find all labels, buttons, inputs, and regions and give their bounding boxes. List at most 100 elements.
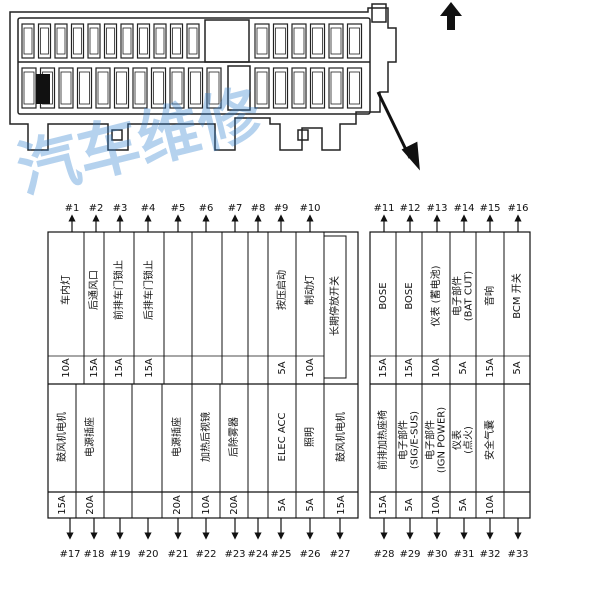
pin-number: #9 <box>274 203 289 214</box>
panel-fuse <box>186 23 200 59</box>
panel-fuse <box>206 67 222 109</box>
panel-fuse-row-upper <box>21 23 363 59</box>
panel-fuse <box>254 67 270 109</box>
panel-fuse-window <box>40 27 49 55</box>
fuse-rating: 10A <box>485 495 496 515</box>
pin-number: #30 <box>426 549 447 560</box>
fuse-label: 电源插座 <box>170 417 183 457</box>
fuse-label: 电子部件 <box>451 276 464 316</box>
pin-number: #14 <box>453 203 474 214</box>
fuse-rating: 5A <box>277 498 288 511</box>
fuse-rating: 15A <box>57 495 68 515</box>
panel-fuse <box>136 23 151 59</box>
panel-fuse <box>76 67 93 109</box>
panel-fuse <box>169 67 185 109</box>
panel-fuse <box>103 23 118 59</box>
fuse-rating: 15A <box>404 358 415 378</box>
fuse-rating: 10A <box>431 495 442 515</box>
fuse-rating: 10A <box>201 495 212 515</box>
fuse-rating: 20A <box>172 495 183 515</box>
panel-fuse <box>346 23 363 59</box>
panel-fuse-highlighted <box>36 74 50 104</box>
panel-fuse-window <box>312 27 323 55</box>
fuse-label: 照明 <box>304 427 316 447</box>
pin-number: #1 <box>65 203 80 214</box>
fuse-rating: 15A <box>378 495 389 515</box>
fuse-label: BOSE <box>378 282 389 309</box>
fuse-label: (BAT CUT) <box>464 271 475 322</box>
pin-number: #27 <box>329 549 350 560</box>
pin-number: #32 <box>479 549 500 560</box>
fuse-label: (SIG/E-SUS) <box>410 411 421 469</box>
fuse-rating: 5A <box>458 498 469 511</box>
fuse-rating: 15A <box>89 358 100 378</box>
panel-fuse <box>187 67 204 109</box>
pin-number: #19 <box>109 549 130 560</box>
pin-number: #15 <box>479 203 500 214</box>
panel-fuse <box>37 23 52 59</box>
pin-number: #6 <box>199 203 214 214</box>
fuse-label: 加热后视镜 <box>199 412 212 462</box>
fuse-rating: 5A <box>277 361 288 374</box>
panel-fuse-window <box>172 27 181 55</box>
pin-number: #28 <box>373 549 394 560</box>
fuse-label: ELEC ACC <box>277 412 288 461</box>
panel-fuse-window <box>106 27 115 55</box>
panel-fuse <box>328 67 344 109</box>
panel-fuse <box>153 23 167 59</box>
pin-number: #23 <box>224 549 245 560</box>
panel-fuse <box>309 67 326 109</box>
panel-fuse-window <box>79 71 90 105</box>
panel-fuse <box>95 67 111 109</box>
fuse-label: 后排车门锁止 <box>142 260 155 320</box>
pin-number: #26 <box>299 549 320 560</box>
panel-fuse <box>169 23 184 59</box>
pin-number: #33 <box>507 549 528 560</box>
panel-fuse-row-lower <box>21 67 363 109</box>
panel-fuse-window <box>190 71 201 105</box>
panel-fuse-window <box>23 71 35 105</box>
fuse-rating: 15A <box>378 358 389 378</box>
fuse-rating: 15A <box>485 358 496 378</box>
fuse-label: 音响 <box>483 286 496 306</box>
panel-fuse <box>272 67 289 109</box>
pin-row-top: #1#2#3#4#5#6#7#8#9#10#11#12#13#14#15#16 <box>65 203 529 232</box>
panel-fuse-window <box>312 71 323 105</box>
panel-fuse <box>113 67 130 109</box>
fuse-label: 鼓风机电机 <box>334 412 347 462</box>
fuse-label: 制动灯 <box>303 275 316 305</box>
fuse-label: 电子部件 <box>397 420 410 460</box>
fuse-rating: 15A <box>114 358 125 378</box>
fuse-label: 后通风口 <box>88 270 100 310</box>
fuse-label: 电源插座 <box>83 417 96 457</box>
pin-number: #29 <box>399 549 420 560</box>
pin-number: #8 <box>251 203 266 214</box>
panel-fuse-window <box>134 71 146 105</box>
panel-fuse <box>21 23 35 59</box>
panel-fuse <box>272 23 289 59</box>
panel-fuse <box>291 67 307 109</box>
panel-fuse-window <box>349 27 360 55</box>
fuse-rating: 20A <box>229 495 240 515</box>
fuse-rating: 5A <box>512 361 523 374</box>
panel-fuse-window <box>188 27 198 55</box>
fuse-label: BCM 开关 <box>510 273 523 318</box>
pin-number: #21 <box>167 549 188 560</box>
fuse-rating: 10A <box>61 358 72 378</box>
panel-fuse-window <box>23 27 33 55</box>
panel-fuse <box>54 23 68 59</box>
panel-fuse-window <box>330 71 342 105</box>
fuse-label: 仪表 <box>451 430 464 450</box>
panel-fuse-window <box>256 27 268 55</box>
fuse-rating: 10A <box>431 358 442 378</box>
pin-number: #17 <box>59 549 80 560</box>
panel-fuse <box>120 23 134 59</box>
fuse-label: 后除雾器 <box>227 417 240 457</box>
fuse-label: (IGN POWER) <box>437 407 448 473</box>
pin-number: #10 <box>299 203 320 214</box>
fuse-rating: 15A <box>144 358 155 378</box>
pin-number: #2 <box>89 203 104 214</box>
panel-fuse-window <box>122 27 132 55</box>
panel-fuse <box>150 67 167 109</box>
